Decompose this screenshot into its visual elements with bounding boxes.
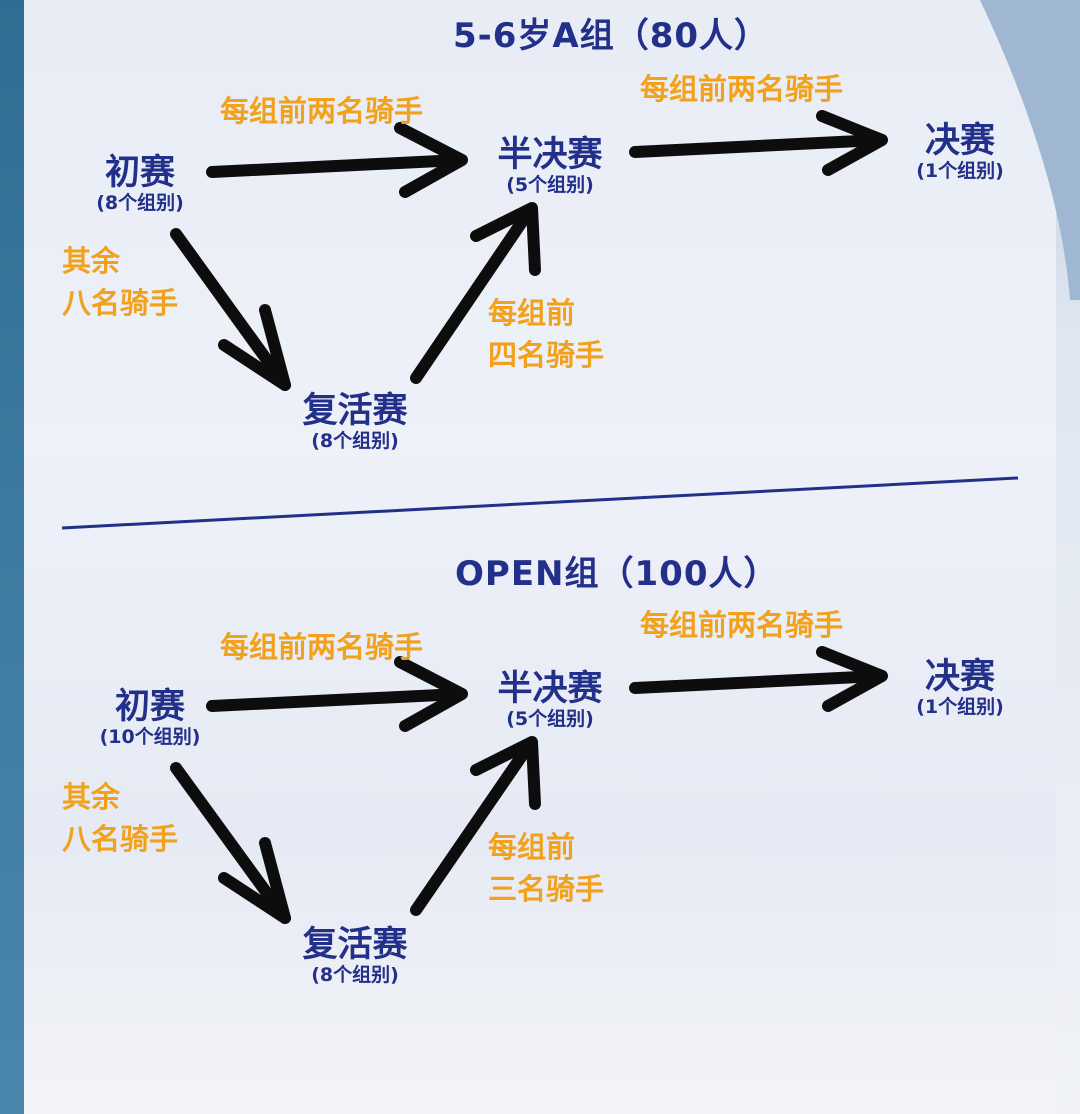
node-sub: (1个组别)	[916, 696, 1004, 718]
label-rest-riders: 其余 八名骑手	[62, 240, 178, 324]
label-semi-to-final: 每组前两名骑手	[640, 608, 844, 642]
left-edge-band	[0, 0, 24, 1114]
node-final: 决赛 (1个组别)	[900, 658, 1020, 718]
node-sub: (8个组别)	[311, 430, 399, 452]
node-name: 决赛	[924, 121, 995, 161]
node-name: 半决赛	[497, 135, 603, 175]
flow-arrows	[170, 110, 888, 391]
node-semifinal: 半决赛 (5个组别)	[480, 670, 620, 730]
node-semifinal: 半决赛 (5个组别)	[480, 136, 620, 196]
flow-arrows	[170, 646, 888, 924]
arrow-prelim-semi	[206, 154, 466, 178]
node-final: 决赛 (1个组别)	[900, 122, 1020, 182]
node-sub: (8个组别)	[96, 192, 184, 214]
arrow-prelim-semi	[206, 688, 466, 712]
node-repechage: 复活赛 (8个组别)	[285, 392, 425, 452]
label-line: 每组前	[488, 830, 576, 864]
label-prelim-to-semi: 每组前两名骑手	[220, 94, 424, 128]
section-title: OPEN组（100人）	[455, 554, 779, 594]
node-name: 决赛	[924, 657, 995, 697]
label-repechage-to-semi: 每组前 三名骑手	[488, 826, 604, 910]
label-line: 每组前	[488, 296, 576, 330]
label-line: 八名骑手	[62, 822, 179, 856]
node-sub: (8个组别)	[311, 964, 399, 986]
node-name: 复活赛	[302, 925, 408, 965]
label-repechage-to-semi: 每组前 四名骑手	[488, 292, 604, 376]
section-5-6-a: 5-6岁A组（80人） 初赛 (8	[0, 0, 1080, 490]
label-rest-riders: 其余 八名骑手	[62, 776, 178, 860]
label-semi-to-final: 每组前两名骑手	[640, 72, 844, 106]
arrow-prelim-repechage	[170, 228, 291, 391]
label-line: 三名骑手	[488, 872, 605, 906]
node-prelim: 初赛 (10个组别)	[80, 688, 220, 748]
arrow-semi-final	[629, 134, 886, 158]
node-sub: (1个组别)	[916, 160, 1004, 182]
label-line: 其余	[62, 244, 121, 278]
label-line: 八名骑手	[62, 286, 179, 320]
label-line: 其余	[62, 780, 121, 814]
node-sub: (10个组别)	[99, 726, 201, 748]
section-open: OPEN组（100人） 初赛 (10个组别) 半决赛 (5个组别) 决赛 (1个…	[0, 530, 1080, 1090]
node-repechage: 复活赛 (8个组别)	[285, 926, 425, 986]
section-divider	[61, 476, 1019, 530]
arrow-repechage-semi	[410, 204, 536, 384]
node-name: 初赛	[104, 153, 175, 193]
arrow-semi-final	[629, 670, 886, 694]
label-prelim-to-semi: 每组前两名骑手	[220, 630, 424, 664]
arrow-prelim-repechage	[170, 762, 291, 924]
node-name: 初赛	[114, 687, 185, 727]
arrow-repechage-semi	[410, 738, 536, 916]
node-name: 复活赛	[302, 391, 408, 431]
corner-decoration	[980, 0, 1080, 300]
node-name: 半决赛	[497, 669, 603, 709]
node-prelim: 初赛 (8个组别)	[80, 154, 200, 214]
section-title: 5-6岁A组（80人）	[453, 16, 770, 56]
label-line: 四名骑手	[488, 338, 605, 372]
node-sub: (5个组别)	[506, 708, 594, 730]
node-sub: (5个组别)	[506, 174, 594, 196]
